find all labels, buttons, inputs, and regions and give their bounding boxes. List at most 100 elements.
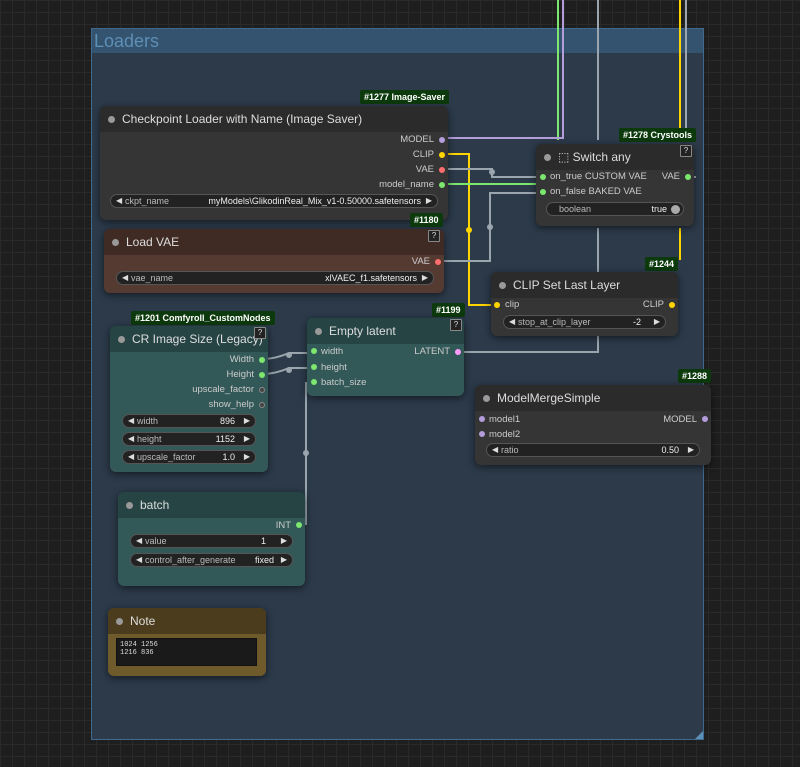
input-height-label: height [321,362,347,373]
output-height-pin[interactable] [259,372,265,378]
help-icon[interactable]: ? [450,319,462,331]
stop-at-clip-layer-number[interactable]: ◀ stop_at_clip_layer -2 ▶ [503,315,666,329]
collapse-dot-icon[interactable] [118,336,125,343]
output-model-pin[interactable] [439,137,445,143]
arrow-left-icon[interactable]: ◀ [128,452,135,461]
arrow-left-icon[interactable]: ◀ [509,317,516,326]
output-vae-pin[interactable] [439,167,445,173]
empty-latent-node[interactable]: Empty latent ? width height batch_size L… [307,318,464,396]
ratio-number[interactable]: ◀ ratio 0.50 ▶ [486,443,700,457]
output-upscale-label: upscale_factor [192,384,254,395]
toggle-knob[interactable] [671,205,680,214]
output-show-help-pin[interactable] [259,402,265,408]
widget-value: fixed [254,555,274,565]
note-textarea[interactable]: 1024 1256 1216 836 [116,638,257,666]
widget-value: 896 [219,416,235,426]
note-title-bar[interactable]: Note [108,608,266,634]
cr-title-bar[interactable]: CR Image Size (Legacy) [110,326,268,352]
clip-last-title-bar[interactable]: CLIP Set Last Layer [491,272,678,298]
height-number[interactable]: ◀ height 1152 ▶ [122,432,256,446]
arrow-right-icon[interactable]: ▶ [687,445,694,454]
input-clip-pin[interactable] [494,302,500,308]
widget-value: myModels\GlikodinReal_Mix_v1-0.50000.saf… [208,196,421,206]
arrow-left-icon[interactable]: ◀ [122,273,129,282]
help-icon[interactable]: ? [428,230,440,242]
checkpoint-title-bar[interactable]: Checkpoint Loader with Name (Image Saver… [100,106,448,132]
model-merge-title-bar[interactable]: ModelMergeSimple [475,385,711,411]
model-merge-simple-node[interactable]: ModelMergeSimple model1 model2 MODEL ◀ r… [475,385,711,465]
arrow-right-icon[interactable]: ▶ [425,196,432,205]
collapse-dot-icon[interactable] [315,328,322,335]
collapse-dot-icon[interactable] [116,618,123,625]
output-width-pin[interactable] [259,357,265,363]
widget-name: width [137,416,159,426]
output-model-pin[interactable] [702,416,708,422]
output-latent-pin[interactable] [455,349,461,355]
ckpt-name-combo[interactable]: ◀ ckpt_name myModels\GlikodinReal_Mix_v1… [110,194,438,208]
empty-latent-title-bar[interactable]: Empty latent [307,318,464,344]
output-model-name-pin[interactable] [439,182,445,188]
widget-name: stop_at_clip_layer [518,317,591,327]
arrow-right-icon[interactable]: ▶ [280,536,287,545]
vae-name-combo[interactable]: ◀ vae_name xlVAEC_f1.safetensors ▶ [116,271,434,285]
input-model1-label: model1 [489,414,521,425]
arrow-right-icon[interactable]: ▶ [243,452,250,461]
clip-set-last-layer-node[interactable]: CLIP Set Last Layer clip CLIP ◀ stop_at_… [491,272,678,336]
output-vae-pin[interactable] [435,259,441,265]
load-vae-title-bar[interactable]: Load VAE [104,229,444,255]
arrow-left-icon[interactable]: ◀ [128,416,135,425]
batch-node[interactable]: batch INT ◀ value 1 ▶ ◀ control_after_ge… [118,492,305,586]
arrow-left-icon[interactable]: ◀ [492,445,499,454]
output-upscale-pin[interactable] [259,387,265,393]
node-title: Note [130,614,156,628]
collapse-dot-icon[interactable] [108,116,115,123]
load-vae-node[interactable]: Load VAE ? VAE ◀ vae_name xlVAEC_f1.safe… [104,229,444,293]
output-clip-pin[interactable] [669,302,675,308]
input-model2-label: model2 [489,429,521,440]
switch-title-bar[interactable]: ⬚ Switch any [536,144,694,170]
arrow-right-icon[interactable]: ▶ [421,273,428,282]
boolean-toggle[interactable]: boolean true [546,202,684,216]
output-vae-label: VAE [415,164,434,175]
arrow-left-icon[interactable]: ◀ [116,196,123,205]
widget-value: true [651,204,667,214]
input-height-pin[interactable] [311,364,317,370]
group-resize-handle[interactable] [695,731,703,739]
control-after-generate-combo[interactable]: ◀ control_after_generate fixed ▶ [130,553,293,567]
collapse-dot-icon[interactable] [544,154,551,161]
batch-title-bar[interactable]: batch [118,492,305,518]
collapse-dot-icon[interactable] [126,502,133,509]
input-on-false-pin[interactable] [540,189,546,195]
input-model2-pin[interactable] [479,431,485,437]
output-vae-pin[interactable] [685,174,691,180]
checkpoint-loader-node[interactable]: Checkpoint Loader with Name (Image Saver… [100,106,448,220]
arrow-right-icon[interactable]: ▶ [280,555,287,564]
group-header[interactable] [92,29,703,53]
arrow-left-icon[interactable]: ◀ [136,555,143,564]
arrow-right-icon[interactable]: ▶ [243,434,250,443]
cr-image-size-node[interactable]: CR Image Size (Legacy) ? Width Height up… [110,326,268,472]
widget-value: 1152 [215,434,235,444]
output-int-pin[interactable] [296,522,302,528]
collapse-dot-icon[interactable] [483,395,490,402]
note-node[interactable]: Note 1024 1256 1216 836 [108,608,266,676]
output-clip-pin[interactable] [439,152,445,158]
value-number[interactable]: ◀ value 1 ▶ [130,534,293,548]
switch-badge: #1278 Crystools [619,128,697,142]
input-model1-pin[interactable] [479,416,485,422]
help-icon[interactable]: ? [254,327,266,339]
arrow-right-icon[interactable]: ▶ [243,416,250,425]
collapse-dot-icon[interactable] [112,239,119,246]
width-number[interactable]: ◀ width 896 ▶ [122,414,256,428]
arrow-right-icon[interactable]: ▶ [653,317,660,326]
collapse-dot-icon[interactable] [499,282,506,289]
input-width-pin[interactable] [311,348,317,354]
arrow-left-icon[interactable]: ◀ [128,434,135,443]
input-batch-size-pin[interactable] [311,379,317,385]
switch-any-node[interactable]: ⬚ Switch any ? on_true CUSTOM VAE on_fal… [536,144,694,226]
help-icon[interactable]: ? [680,145,692,157]
upscale-factor-number[interactable]: ◀ upscale_factor 1.0 ▶ [122,450,256,464]
arrow-left-icon[interactable]: ◀ [136,536,143,545]
widget-name: vae_name [131,273,174,283]
input-on-true-pin[interactable] [540,174,546,180]
